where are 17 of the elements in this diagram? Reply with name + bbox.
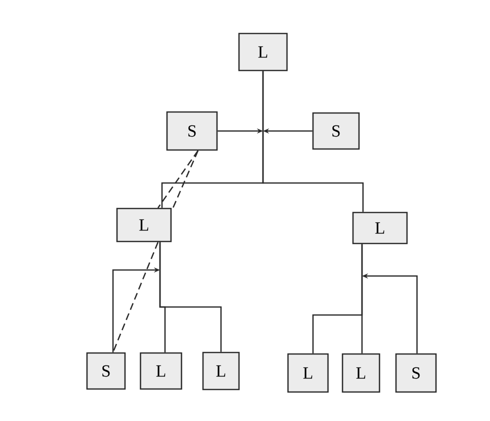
letter-box: S	[86, 352, 126, 390]
dashed-line	[157, 150, 199, 208]
letter-box: L	[140, 352, 182, 390]
letter-box: L	[238, 32, 288, 72]
letter-box: L	[287, 353, 329, 393]
letter-box: S	[166, 111, 218, 151]
connector-line	[262, 71, 364, 212]
letter-box: S	[312, 112, 360, 150]
dashed-line	[112, 242, 159, 353]
letter-box: L	[352, 212, 408, 244]
connector-line	[159, 242, 222, 352]
dashed-line	[172, 150, 199, 208]
letter-box: L	[202, 352, 240, 390]
letter-box: L	[342, 353, 380, 393]
connector-line	[361, 244, 363, 354]
letter-box: L	[116, 208, 172, 242]
letter-box: S	[395, 353, 437, 393]
